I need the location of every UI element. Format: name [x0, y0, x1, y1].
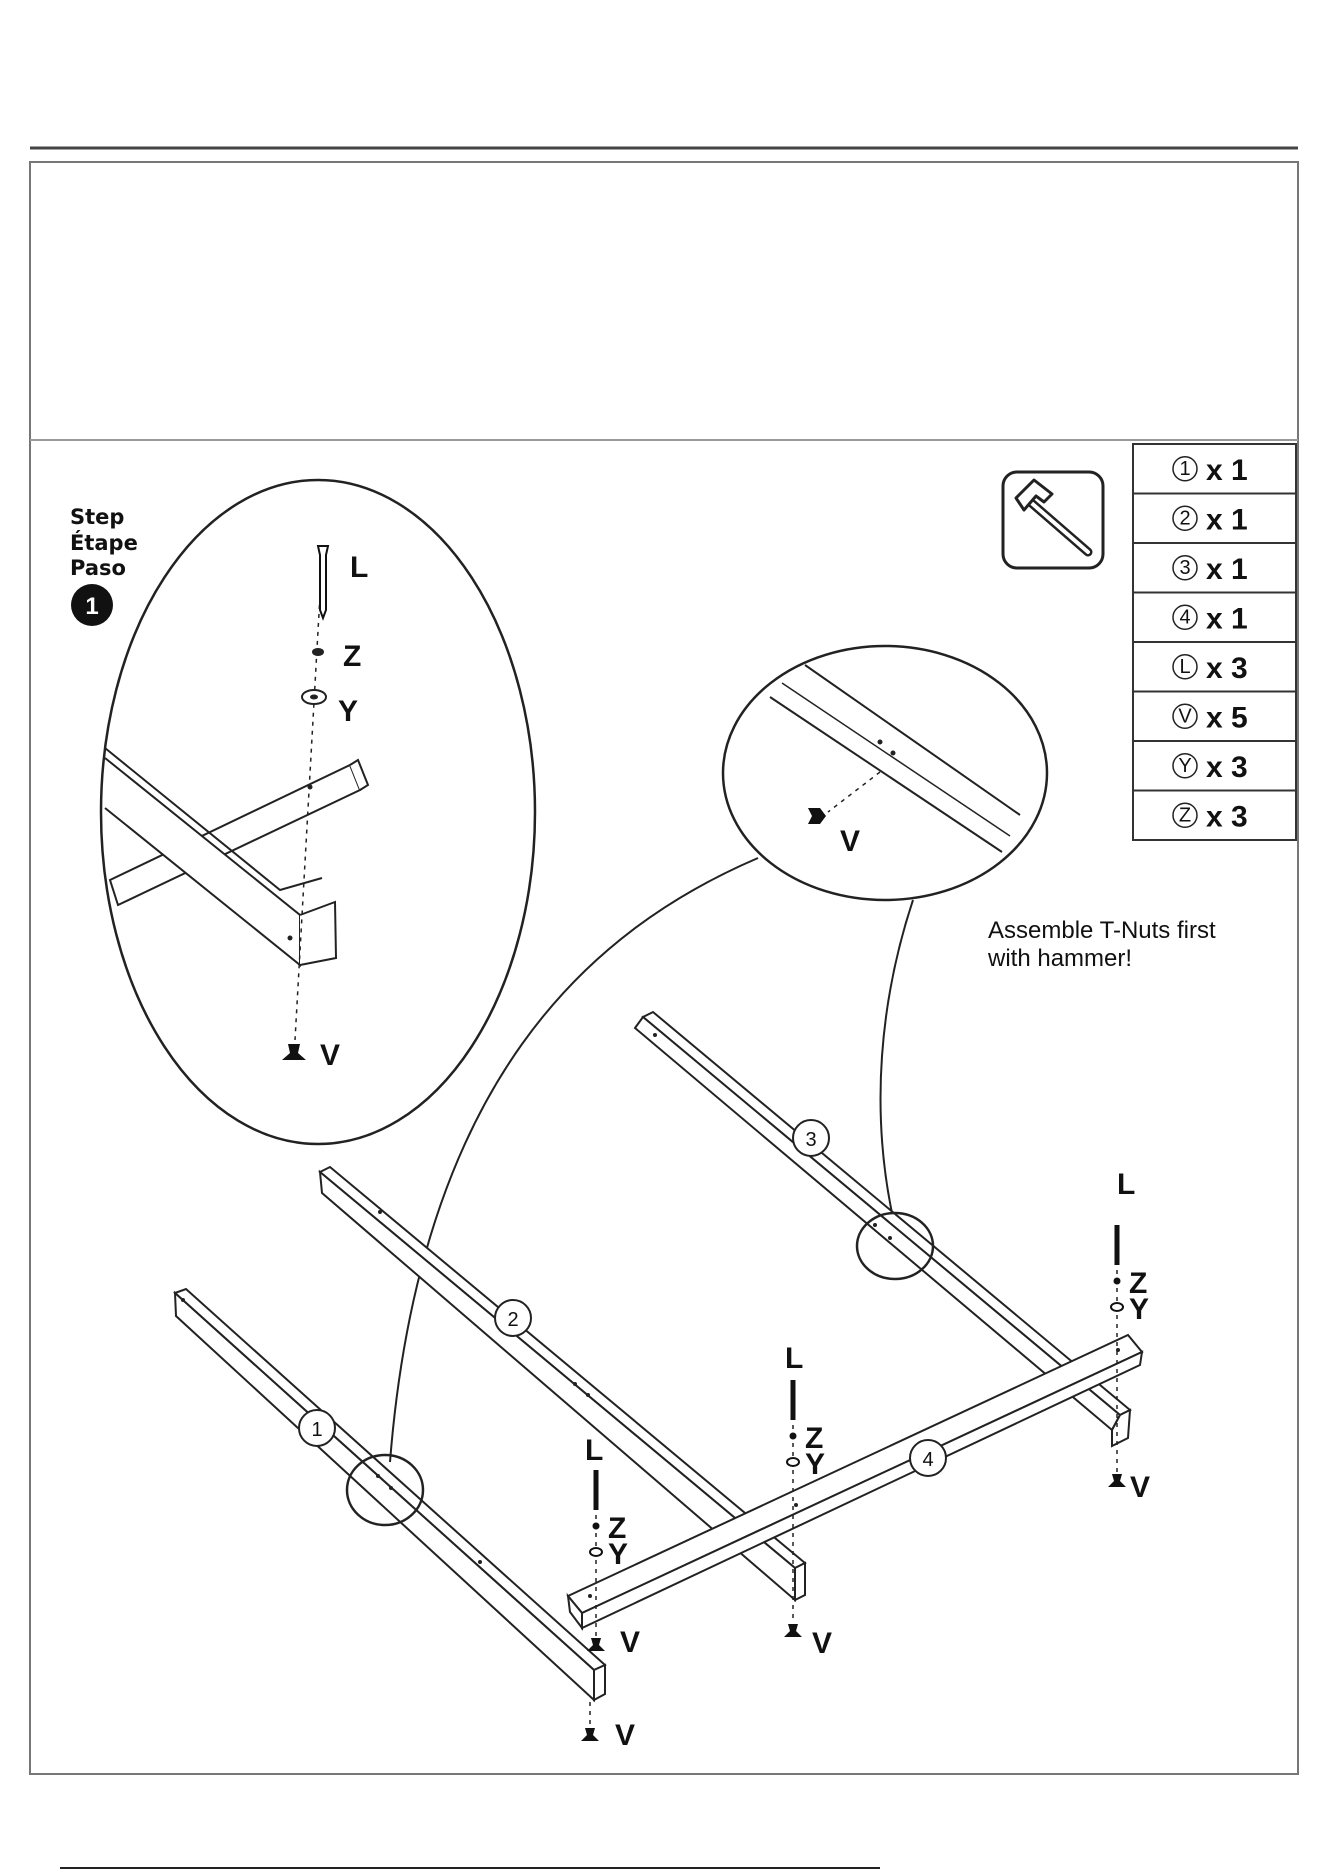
part-symbol: 3 [1179, 557, 1190, 579]
lock-washer-icon [790, 1433, 797, 1440]
washer-label: Y [1129, 1293, 1149, 1326]
washer-icon [590, 1548, 602, 1556]
step-number: 1 [85, 593, 98, 620]
svg-text:V: V [320, 1039, 340, 1072]
beam-number-label: 4 [922, 1449, 933, 1471]
beam-number-1: 1 [299, 1410, 335, 1446]
washer-label: Y [805, 1448, 825, 1481]
instruction-note: Assemble T-Nuts first with hammer! [987, 917, 1216, 972]
beam-number-label: 3 [805, 1129, 816, 1151]
washer-icon [787, 1458, 799, 1466]
lock-washer-icon [593, 1523, 600, 1530]
svg-text:V: V [840, 825, 860, 858]
part-symbol: L [1179, 656, 1190, 678]
svg-text:Paso: Paso [70, 556, 126, 580]
bolt-label: L [785, 1342, 803, 1375]
svg-text:with hammer!: with hammer! [987, 945, 1132, 972]
beam-number-label: 2 [507, 1309, 518, 1331]
svg-text:Step: Step [70, 505, 124, 529]
parts-row: 4 x 1 [1133, 593, 1296, 643]
t-nut-label: V [615, 1719, 635, 1752]
hammer-icon [1003, 472, 1103, 568]
t-nut-label: V [1130, 1471, 1150, 1504]
t-nut-icon [587, 1638, 605, 1651]
t-nut-icon [1108, 1474, 1126, 1487]
bolt-icon [791, 1380, 796, 1420]
part-symbol: 2 [1179, 507, 1190, 529]
part-symbol: 4 [1179, 606, 1190, 628]
parts-row: 2 x 1 [1133, 494, 1296, 544]
bolt-icon [318, 546, 328, 618]
svg-text:Assemble T-Nuts first: Assemble T-Nuts first [988, 917, 1216, 944]
part-quantity: x 1 [1206, 503, 1248, 536]
bolt-icon [1115, 1225, 1120, 1265]
step-label: Step Étape Paso 1 [70, 505, 138, 626]
part-symbol: Y [1178, 755, 1191, 777]
beam-number-2: 2 [495, 1300, 531, 1336]
beam-number-label: 1 [311, 1419, 322, 1441]
part-quantity: x 1 [1206, 602, 1248, 635]
beam-number-3: 3 [793, 1120, 829, 1156]
callout-line-right [881, 900, 913, 1218]
washer-label: Y [608, 1538, 628, 1571]
fastener-t-nut-beam-1: V [581, 1702, 635, 1752]
part-quantity: x 3 [1206, 800, 1248, 833]
lock-washer-icon [312, 648, 324, 656]
bolt-icon [594, 1470, 599, 1510]
beam-4 [568, 1335, 1142, 1628]
t-nut-icon [784, 1624, 802, 1637]
t-nut-label: V [620, 1626, 640, 1659]
svg-text:Z: Z [343, 640, 361, 673]
parts-row: 1 x 1 [1133, 444, 1296, 494]
bolt-label: L [1117, 1168, 1135, 1201]
svg-text:L: L [350, 551, 368, 584]
part-symbol: 1 [1179, 458, 1190, 480]
part-quantity: x 1 [1206, 454, 1248, 487]
washer-icon [1111, 1303, 1123, 1311]
part-quantity: x 3 [1206, 652, 1248, 685]
part-symbol: V [1178, 705, 1192, 727]
part-symbol: Z [1179, 804, 1191, 826]
beam-number-4: 4 [910, 1440, 946, 1476]
t-nut-icon [581, 1728, 599, 1741]
part-quantity: x 1 [1206, 553, 1248, 586]
lock-washer-icon [1114, 1278, 1121, 1285]
washer-icon [302, 690, 326, 704]
svg-text:Y: Y [338, 695, 358, 728]
bolt-label: L [585, 1434, 603, 1467]
detail-bubble-right: V [723, 646, 1047, 900]
part-quantity: x 5 [1206, 701, 1248, 734]
t-nut-label: V [812, 1627, 832, 1660]
detail-bubble-left: L Z Y V [101, 480, 535, 1144]
parts-row: 3 x 1 [1133, 543, 1296, 593]
svg-text:Étape: Étape [70, 530, 138, 555]
part-quantity: x 3 [1206, 751, 1248, 784]
